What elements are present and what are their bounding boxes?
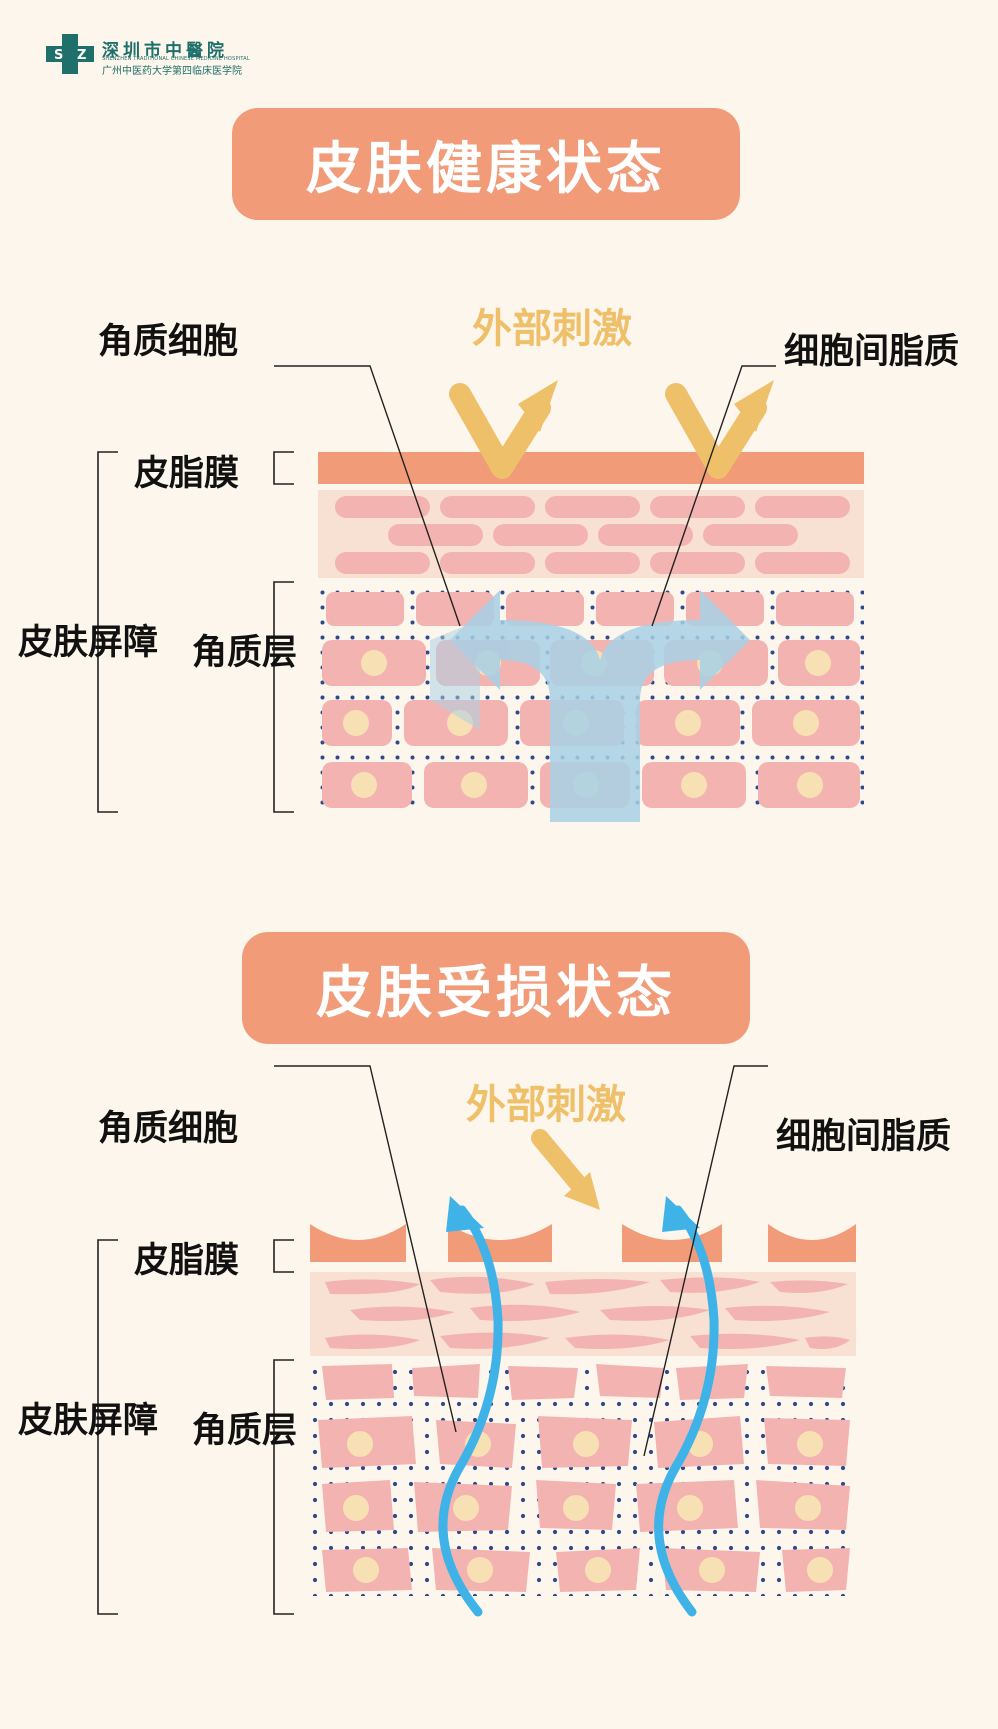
logo-english: SHENZHEN TRADITIONAL CHINESE MEDICINE HO… [102, 56, 250, 62]
damaged-stimulus-arrow [531, 1129, 600, 1210]
logo-letter-s: S [54, 48, 63, 63]
healthy-sebum-label: 皮脂膜 [134, 454, 240, 494]
damaged-title: 皮肤受损状态 [242, 932, 750, 1044]
damaged-diagram [97, 1065, 856, 1617]
damaged-leader-lines [274, 1065, 768, 1457]
damaged-lipid-label: 细胞间脂质 [776, 1117, 952, 1157]
damaged-lipid-cells [325, 1276, 850, 1349]
damaged-stratum-label: 角质层 [192, 1411, 298, 1451]
healthy-title: 皮肤健康状态 [232, 108, 740, 220]
healthy-sebum-film [318, 452, 864, 484]
healthy-lipid-cells [335, 496, 850, 574]
hospital-cross-icon: S Z [46, 34, 94, 74]
hospital-logo: S Z 深圳市中醫院 SHENZHEN TRADITIONAL CHINESE … [46, 34, 306, 78]
damaged-sebum-film [310, 1224, 856, 1262]
damaged-stimulus-label: 外部刺激 [466, 1082, 626, 1128]
damaged-barrier-label: 皮肤屏障 [18, 1401, 159, 1441]
healthy-diagram [97, 365, 864, 822]
healthy-stratum-label: 角质层 [192, 633, 298, 673]
healthy-stimulus-arrows [449, 383, 767, 479]
damaged-keratinocyte-label: 角质细胞 [98, 1109, 239, 1149]
healthy-lipid-label: 细胞间脂质 [784, 332, 960, 372]
damaged-water-loss-arrows [438, 1205, 719, 1617]
logo-name: 深圳市中醫院 [102, 41, 228, 61]
healthy-brackets [97, 451, 294, 813]
healthy-keratinocyte-label: 角质细胞 [98, 322, 239, 362]
healthy-leader-lines [274, 365, 776, 627]
damaged-brackets [97, 1239, 294, 1615]
logo-subtitle: 广州中医药大学第四临床医学院 [102, 66, 242, 77]
healthy-water-arrows [430, 590, 750, 822]
healthy-barrier-label: 皮肤屏障 [18, 623, 159, 663]
damaged-sebum-label: 皮脂膜 [134, 1241, 240, 1281]
healthy-stimulus-label: 外部刺激 [472, 306, 632, 352]
logo-letter-z: Z [77, 48, 86, 63]
